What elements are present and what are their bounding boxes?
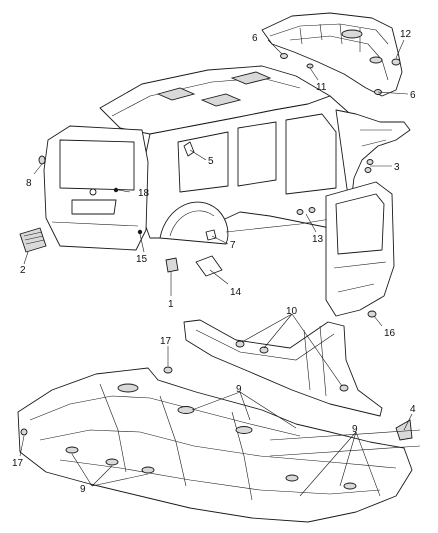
- callout-14: 14: [230, 287, 242, 298]
- callout-5: 5: [208, 156, 214, 167]
- patch-panel: [195, 255, 223, 277]
- callout-1: 1: [168, 299, 174, 310]
- callout-9-right: 9: [352, 424, 358, 435]
- callout-17-left: 17: [12, 458, 24, 469]
- callout-13: 13: [312, 234, 324, 245]
- fasteners: [19, 53, 413, 441]
- callout-11: 11: [316, 82, 327, 93]
- body-shell: [99, 65, 411, 245]
- callout-3: 3: [394, 162, 400, 173]
- front-door: [325, 181, 395, 317]
- callout-10: 10: [286, 306, 298, 317]
- cowl-panel: [261, 12, 403, 97]
- callout-labels: 1 2 3 4 5 6 6 7 8 9 9 9 10 11 12 13 14 1…: [12, 29, 416, 495]
- callout-8: 8: [26, 178, 32, 189]
- callout-6-top: 6: [252, 33, 258, 44]
- callout-15: 15: [136, 254, 148, 265]
- vent-grille: [19, 227, 47, 253]
- liftgate: [43, 125, 149, 251]
- callout-9-center: 9: [236, 384, 242, 395]
- callout-18: 18: [138, 188, 150, 199]
- plug-7: [205, 229, 217, 241]
- callout-16: 16: [384, 328, 396, 339]
- callout-9-left: 9: [80, 484, 86, 495]
- callout-12: 12: [400, 29, 412, 40]
- callout-6-right: 6: [410, 90, 416, 101]
- callout-4: 4: [410, 404, 416, 415]
- callout-7: 7: [230, 240, 236, 251]
- callout-17-top: 17: [160, 336, 172, 347]
- callout-2: 2: [20, 265, 26, 276]
- leader-lines: [19, 39, 413, 497]
- plug: [165, 257, 179, 273]
- floor-pan: [17, 367, 421, 523]
